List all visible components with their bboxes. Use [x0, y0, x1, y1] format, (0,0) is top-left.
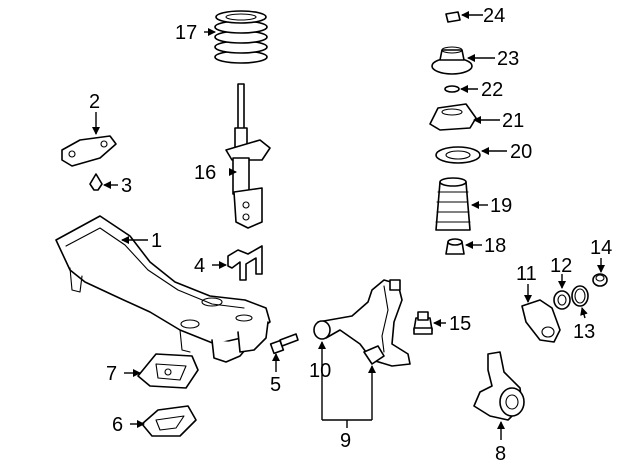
crossmember [55, 215, 271, 363]
bump-stop [445, 238, 465, 255]
bracket [61, 135, 117, 167]
washer [444, 85, 460, 93]
callout-15: 15 [449, 313, 471, 335]
callout-3: 3 [121, 175, 132, 197]
callout-1: 1 [151, 230, 162, 252]
lower-control-arm [313, 279, 411, 367]
mount-plate [137, 353, 199, 389]
callout-2: 2 [89, 91, 100, 113]
callout-19: 19 [490, 195, 512, 217]
callout-18: 18 [484, 235, 506, 257]
callout-14: 14 [590, 237, 612, 259]
cap [592, 273, 608, 287]
callout-17: 17 [175, 22, 197, 44]
bushing-bracket [521, 299, 561, 343]
callout-labels: 17 2 3 1 16 4 5 7 6 10 9 8 15 11 12 14 1… [89, 5, 612, 465]
bushing [553, 290, 571, 310]
clip [89, 173, 103, 191]
callout-13: 13 [573, 321, 595, 343]
callout-11: 11 [516, 263, 537, 285]
strut-assembly [225, 83, 271, 229]
callout-10: 10 [309, 360, 331, 382]
callout-4: 4 [194, 255, 205, 277]
callout-22: 22 [481, 79, 503, 101]
leader-lines [92, 11, 605, 440]
callout-21: 21 [502, 110, 524, 132]
insulator [435, 146, 481, 164]
callout-7: 7 [106, 363, 117, 385]
ball-joint [413, 311, 433, 335]
callout-8: 8 [495, 443, 506, 465]
coil-spring [214, 10, 268, 64]
lower-plate [141, 405, 197, 437]
steering-knuckle [473, 351, 525, 421]
callout-24: 24 [483, 5, 505, 27]
dust-boot [435, 177, 471, 231]
nut [445, 11, 461, 23]
callout-23: 23 [497, 48, 519, 70]
callout-20: 20 [510, 141, 532, 163]
bolt [269, 333, 299, 355]
callout-6: 6 [112, 414, 123, 436]
callout-16: 16 [194, 162, 216, 184]
callout-12: 12 [550, 255, 572, 277]
ring [571, 285, 589, 307]
callout-5: 5 [270, 374, 281, 396]
stabilizer-bracket [227, 245, 263, 281]
callout-9: 9 [340, 430, 351, 452]
spring-seat [429, 103, 477, 131]
strut-mount [431, 46, 473, 75]
